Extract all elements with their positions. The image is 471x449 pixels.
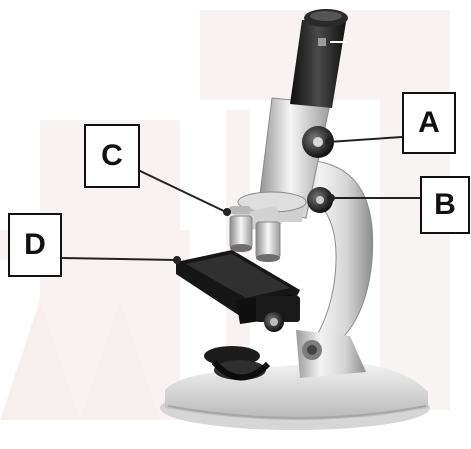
label-b: B — [420, 176, 470, 234]
label-c: C — [84, 124, 140, 188]
microscope-base — [160, 362, 430, 430]
label-d: D — [8, 213, 62, 277]
label-a: A — [402, 92, 456, 154]
